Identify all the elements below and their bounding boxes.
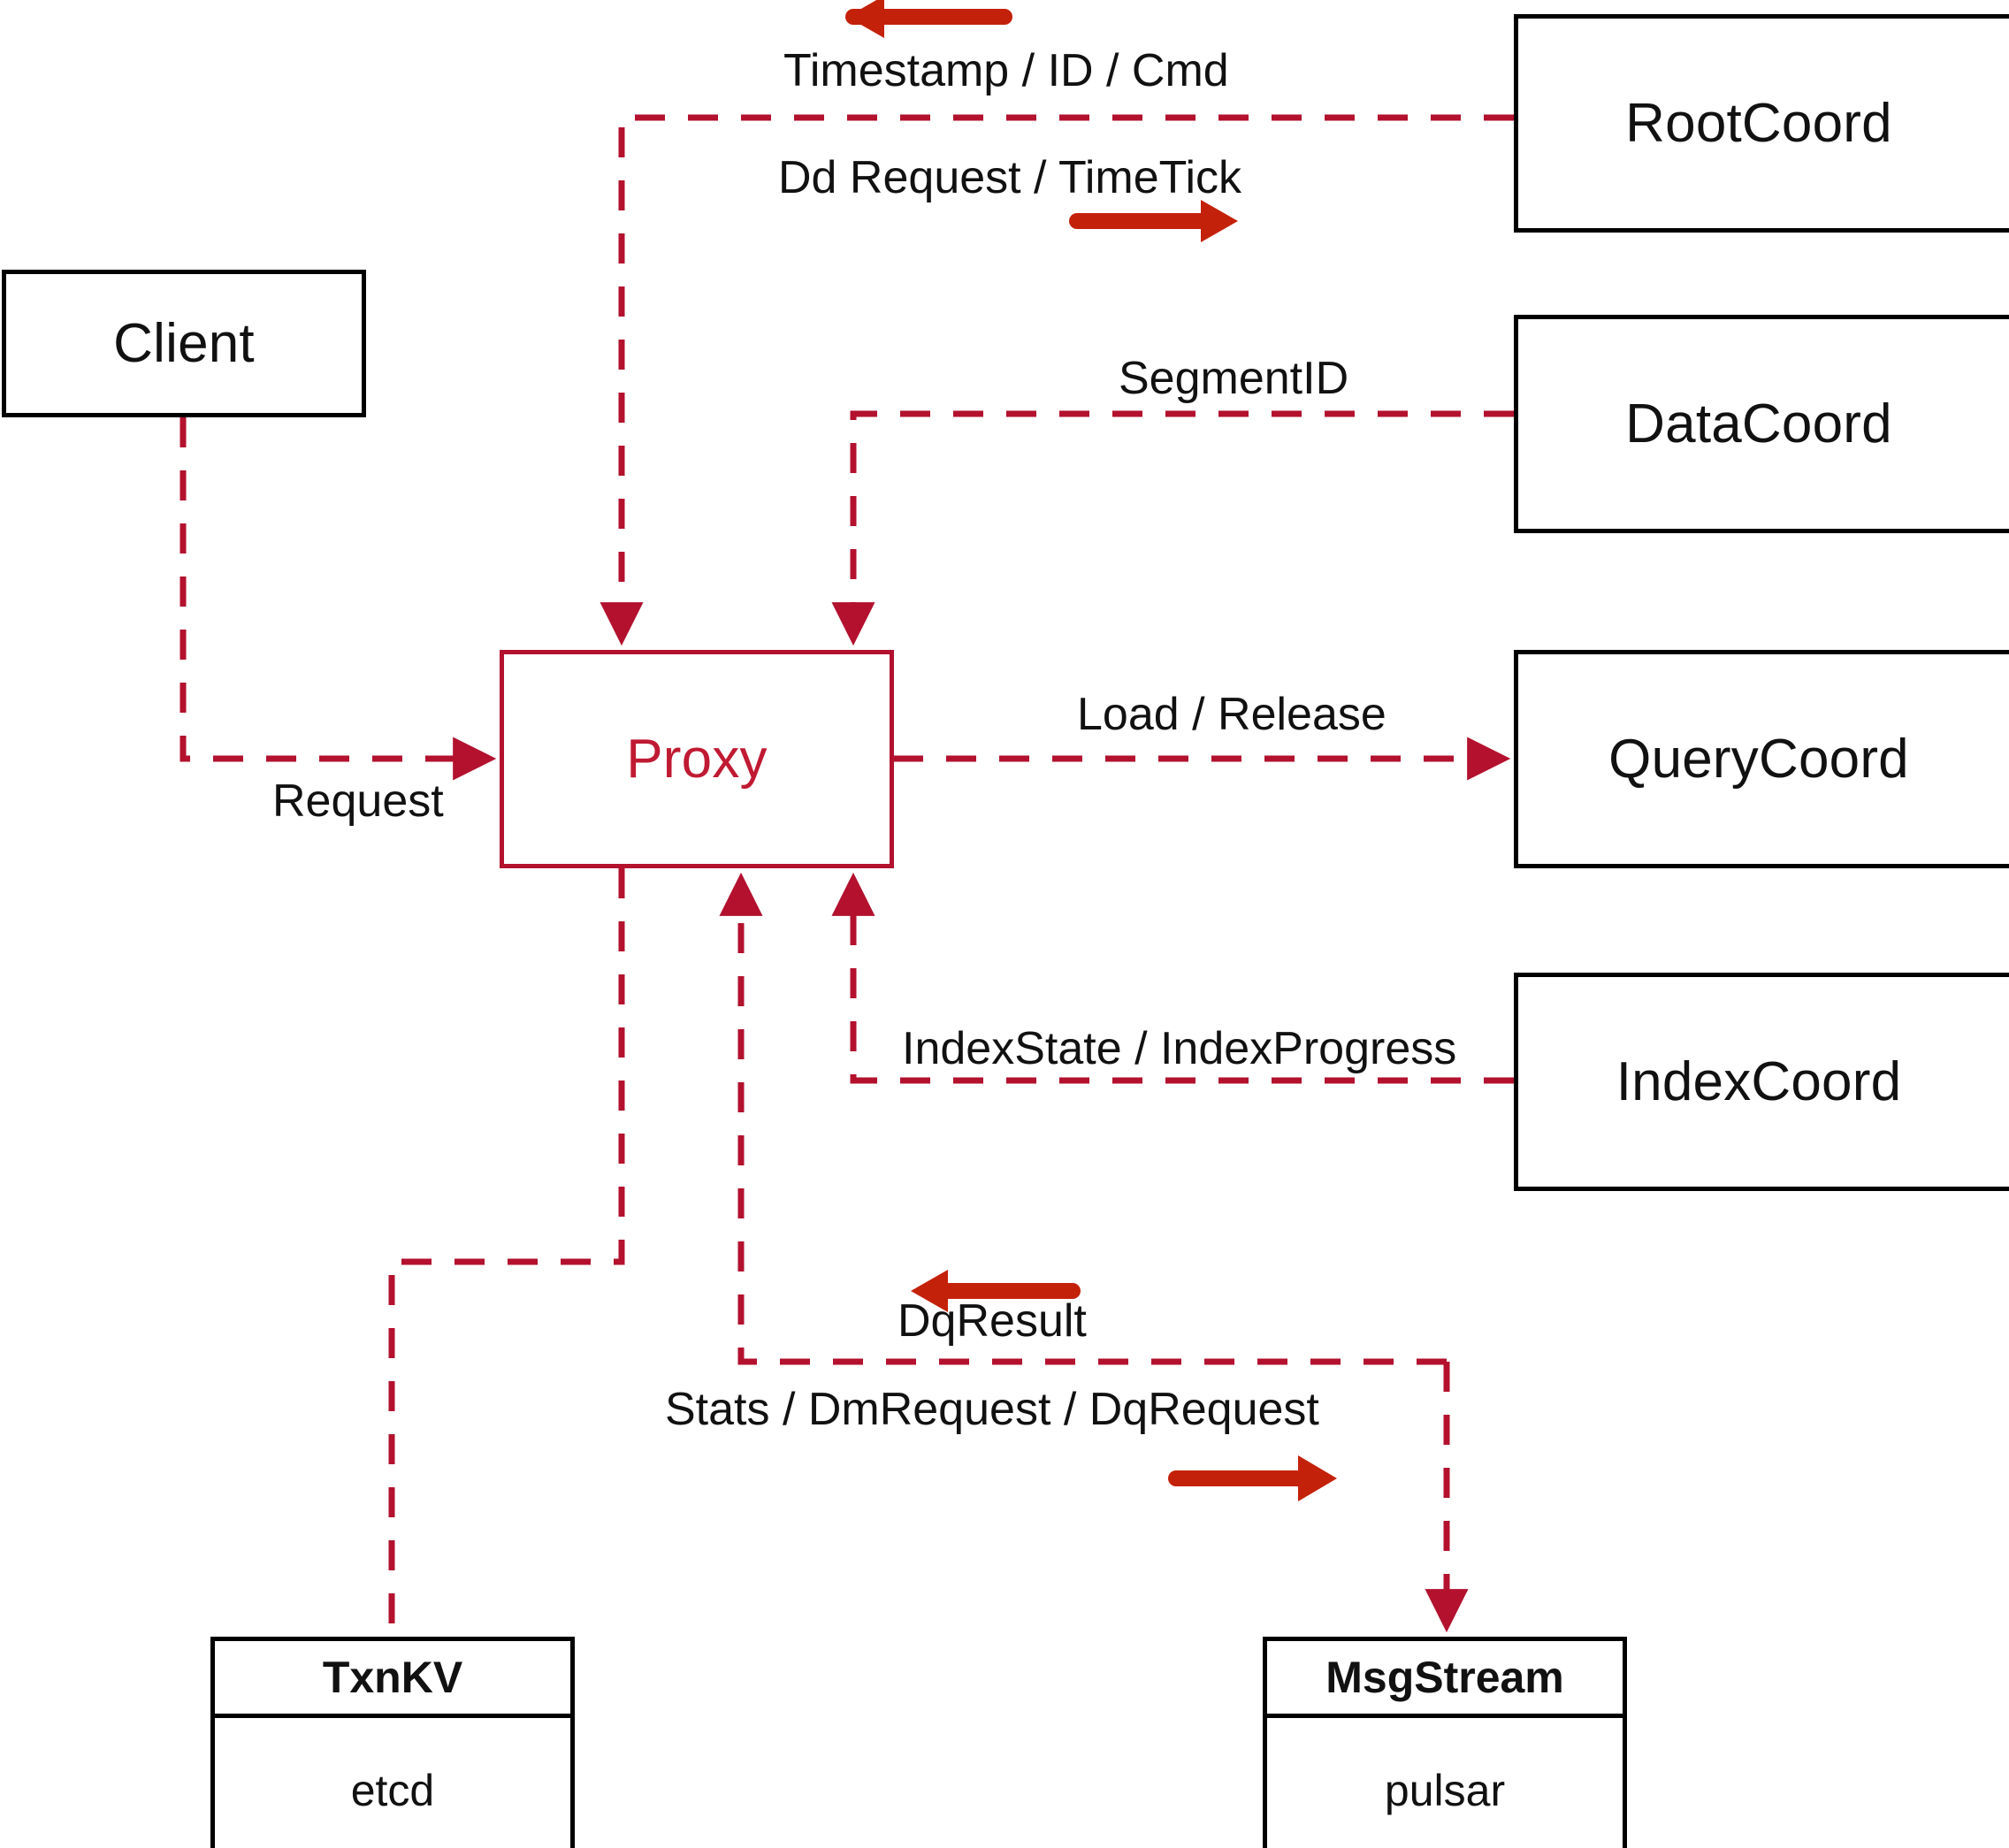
ddrequest-direction-arrow bbox=[1069, 200, 1238, 242]
edge-rootcoord-to-proxy bbox=[600, 114, 1514, 646]
edge-client-to-proxy bbox=[180, 417, 497, 781]
dqrequest-direction-arrow bbox=[1168, 1455, 1337, 1501]
edge-label-stats-dm-dq: Stats / DmRequest / DqRequest bbox=[665, 1384, 1319, 1435]
node-txnkv-body-label: etcd bbox=[350, 1765, 435, 1815]
node-indexcoord-label: IndexCoord bbox=[1616, 1051, 1902, 1112]
node-txnkv-header-label: TxnKV bbox=[322, 1653, 463, 1702]
node-msgstream-header: MsgStream bbox=[1267, 1641, 1623, 1718]
node-proxy-label: Proxy bbox=[626, 729, 768, 790]
node-indexcoord[interactable]: IndexCoord bbox=[1514, 973, 2009, 1191]
edge-msgstream-to-proxy bbox=[719, 872, 1447, 1365]
node-txnkv-header: TxnKV bbox=[215, 1641, 570, 1718]
node-msgstream-header-label: MsgStream bbox=[1325, 1653, 1564, 1702]
node-client[interactable]: Client bbox=[2, 270, 366, 417]
node-client-label: Client bbox=[113, 313, 255, 374]
edge-label-dd-request-timetick: Dd Request / TimeTick bbox=[778, 152, 1242, 203]
node-msgstream-body-label: pulsar bbox=[1384, 1765, 1506, 1815]
edge-label-request: Request bbox=[272, 775, 444, 827]
node-datacoord[interactable]: DataCoord bbox=[1514, 315, 2009, 533]
node-txnkv[interactable]: TxnKV etcd bbox=[210, 1637, 575, 1848]
edge-label-timestamp-id-cmd: Timestamp / ID / Cmd bbox=[783, 45, 1229, 96]
edge-label-segmentid: SegmentID bbox=[1119, 353, 1349, 404]
node-rootcoord-label: RootCoord bbox=[1625, 93, 1892, 154]
node-msgstream-body: pulsar bbox=[1267, 1718, 1623, 1848]
timestamp-direction-arrow bbox=[845, 0, 1012, 38]
edge-label-dqresult: DqResult bbox=[898, 1295, 1087, 1347]
edge-label-load-release: Load / Release bbox=[1077, 689, 1386, 740]
edge-proxy-to-txnkv bbox=[388, 868, 625, 1637]
node-querycoord-label: QueryCoord bbox=[1608, 729, 1909, 790]
dqresult-direction-arrow bbox=[911, 1270, 1081, 1312]
node-proxy[interactable]: Proxy bbox=[500, 650, 894, 868]
edge-label-indexstate-progress: IndexState / IndexProgress bbox=[902, 1023, 1457, 1074]
node-msgstream[interactable]: MsgStream pulsar bbox=[1263, 1637, 1627, 1848]
node-txnkv-body: etcd bbox=[215, 1718, 570, 1848]
node-datacoord-label: DataCoord bbox=[1625, 393, 1892, 454]
node-querycoord[interactable]: QueryCoord bbox=[1514, 650, 2009, 868]
edge-datacoord-to-proxy bbox=[831, 410, 1514, 646]
node-rootcoord[interactable]: RootCoord bbox=[1514, 14, 2009, 233]
edge-indexcoord-to-proxy bbox=[831, 872, 1514, 1084]
